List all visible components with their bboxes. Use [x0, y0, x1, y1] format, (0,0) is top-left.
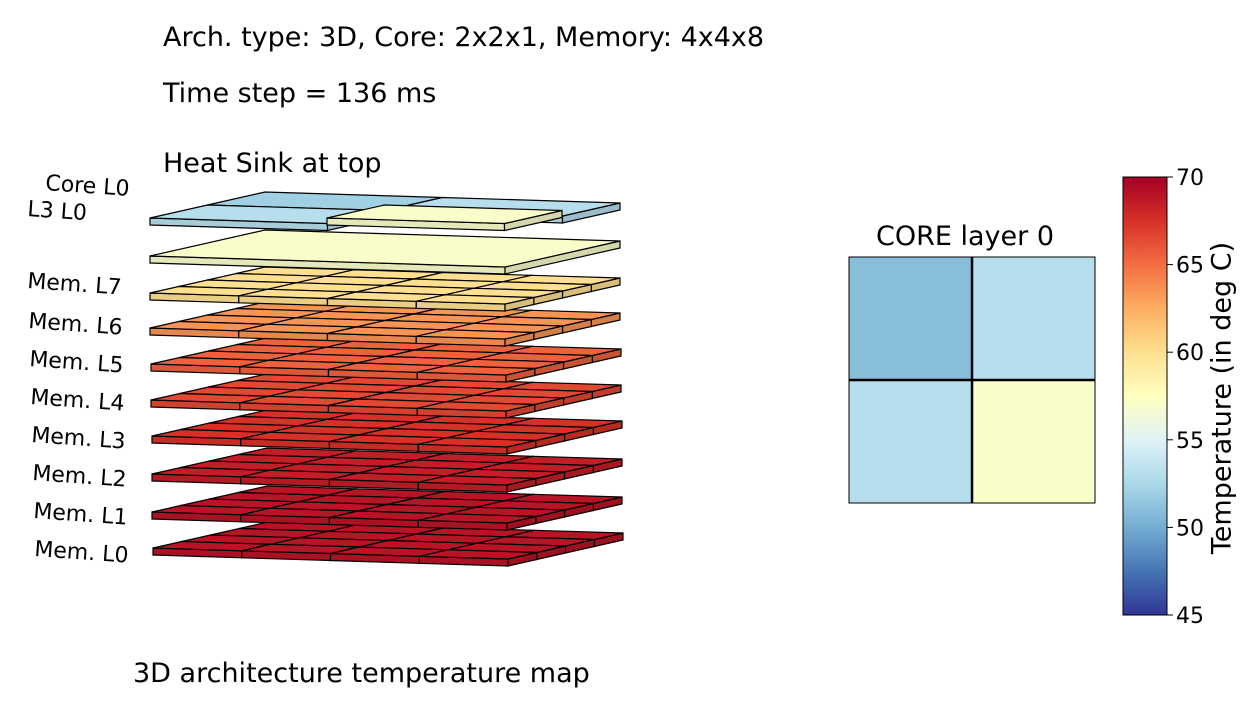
tile-4-0-3-top: [417, 365, 535, 376]
layer-6: [151, 409, 623, 455]
tile-8-0-3-top: [418, 513, 536, 524]
tile-3-0-3-top: [416, 329, 534, 340]
colorbar-tick-label-5: 70: [1176, 166, 1204, 191]
tile-5-0-3-top: [417, 401, 535, 412]
layer-9: [152, 521, 624, 567]
layer-label-1: L3 L0: [27, 197, 88, 226]
core-tile-1-1-top: [326, 204, 563, 225]
layer-label-2: Mem. L7: [27, 269, 123, 301]
layer-3: [149, 301, 621, 347]
colorbar: 45 50 55 60 65 70: [1122, 166, 1204, 629]
core-cell-0-0: [848, 256, 973, 381]
colorbar-label: Temperature (in deg C): [1206, 241, 1238, 555]
tile-9-0-3-top: [419, 549, 537, 560]
architecture-description: Arch. type: 3D, Core: 2x2x1, Memory: 4x4…: [163, 22, 765, 53]
layer-label-6: Mem. L3: [31, 423, 127, 455]
layer-8: [151, 485, 623, 531]
colorbar-tick-label-3: 60: [1176, 341, 1204, 366]
layer-label-0: Core L0: [45, 171, 131, 202]
layer-0: [149, 191, 621, 232]
colorbar-tick-label-1: 50: [1176, 516, 1204, 541]
layer-label-5: Mem. L4: [30, 385, 126, 417]
layer-label-3: Mem. L6: [28, 309, 124, 341]
colorbar-tick-label-2: 55: [1176, 429, 1204, 454]
core-cell-1-0: [848, 379, 973, 504]
time-step-label: Time step = 136 ms: [163, 78, 437, 109]
core-cell-1-1: [971, 379, 1096, 504]
heat-sink-label: Heat Sink at top: [163, 148, 382, 179]
layer-2: [149, 266, 621, 312]
layer-label-4: Mem. L5: [29, 347, 125, 379]
colorbar-bar: [1122, 176, 1168, 616]
tile-2-0-3-top: [416, 294, 534, 305]
map-caption: 3D architecture temperature map: [133, 658, 590, 689]
tile-6-0-3-top: [418, 437, 536, 448]
layer-4: [150, 337, 622, 383]
colorbar-tick-label-4: 65: [1176, 254, 1204, 279]
tile-7-0-3-top: [418, 475, 536, 486]
core-cell-0-1: [971, 256, 1096, 381]
colorbar-tick-label-0: 45: [1176, 604, 1204, 629]
layer-7: [151, 447, 623, 493]
layer-label-8: Mem. L1: [33, 499, 129, 531]
layer-stack-plot: Mem. L0 Mem. L1 Mem. L2 Mem. L3 Mem. L4 Mem. …: [27, 171, 624, 569]
layer-label-7: Mem. L2: [32, 461, 128, 493]
layer-1: [149, 229, 621, 275]
core-heatmap: [848, 256, 1096, 504]
core-heatmap-title: CORE layer 0: [876, 221, 1055, 252]
layer-label-9: Mem. L0: [34, 537, 130, 569]
layer-5: [150, 373, 622, 419]
tile-1-0-0-top: [149, 229, 621, 268]
